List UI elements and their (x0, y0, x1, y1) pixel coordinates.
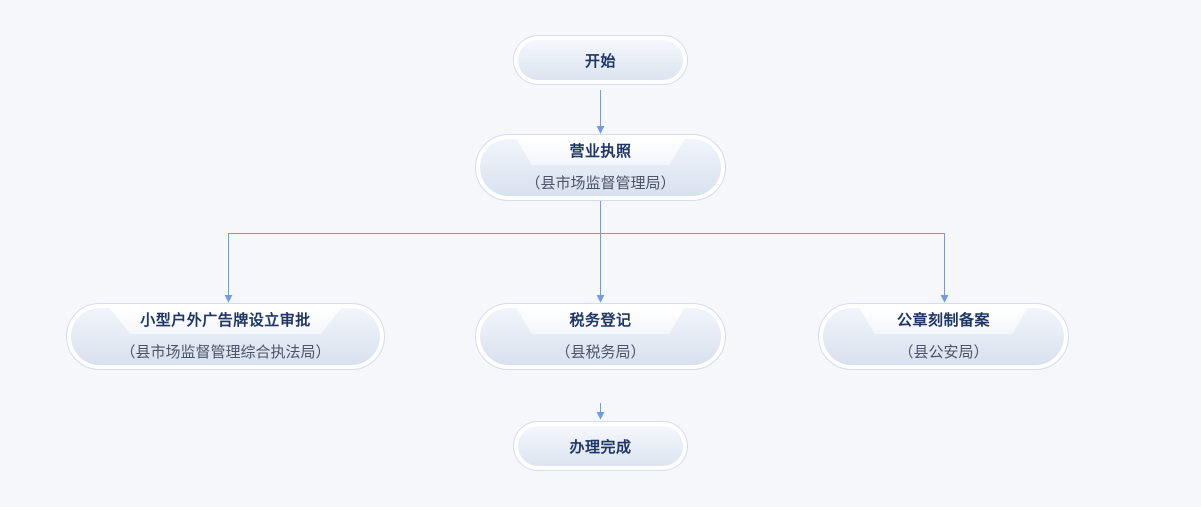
seal-filing-node-body: 公章刻制备案 （县公安局） (823, 308, 1064, 365)
done-node: 办理完成 (513, 421, 688, 471)
tax-registration-title: 税务登记 (569, 311, 632, 329)
ad-approval-node: 小型户外广告牌设立审批 （县市场监督管理综合执法局） (66, 303, 385, 370)
ad-approval-title: 小型户外广告牌设立审批 (140, 311, 311, 329)
ad-approval-agency: （县市场监督管理综合执法局） (120, 343, 331, 361)
tax-registration-node-body: 税务登记 （县税务局） (480, 308, 721, 365)
business-license-node-body: 营业执照 （县市场监督管理局） (480, 139, 721, 196)
ad-approval-title-band (109, 308, 342, 334)
seal-filing-title: 公章刻制备案 (896, 311, 990, 329)
business-license-title: 营业执照 (569, 142, 632, 160)
start-node-title: 开始 (584, 51, 616, 70)
done-node-body: 办理完成 (518, 426, 683, 466)
tax-registration-agency: （县税务局） (555, 343, 646, 361)
business-license-agency: （县市场监督管理局） (525, 174, 676, 192)
seal-filing-title-band (859, 308, 1028, 334)
tax-registration-title-band (516, 308, 685, 334)
seal-filing-node: 公章刻制备案 （县公安局） (818, 303, 1069, 370)
done-node-title: 办理完成 (569, 437, 632, 456)
ad-approval-node-body: 小型户外广告牌设立审批 （县市场监督管理综合执法局） (71, 308, 380, 365)
business-license-title-band (516, 139, 685, 165)
seal-filing-agency: （县公安局） (898, 343, 989, 361)
tax-registration-node: 税务登记 （县税务局） (475, 303, 726, 370)
start-node-body: 开始 (518, 40, 683, 80)
business-license-node: 营业执照 （县市场监督管理局） (475, 134, 726, 201)
start-node: 开始 (513, 35, 688, 85)
